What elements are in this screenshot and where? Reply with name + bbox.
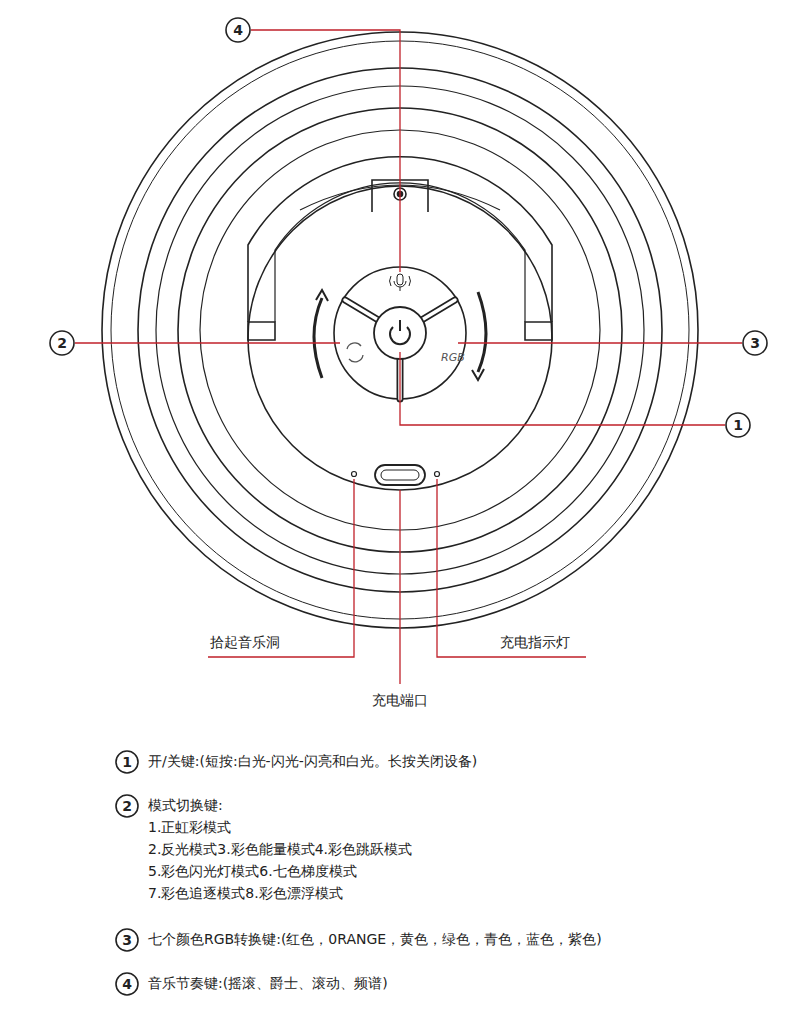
side-notch — [525, 322, 552, 340]
leader-line — [437, 479, 586, 657]
callout-outline — [226, 18, 250, 42]
part-name: 充电端口 — [372, 692, 428, 709]
leader-line — [251, 30, 400, 272]
callout-outline — [116, 751, 138, 773]
callout-number: 3 — [122, 933, 132, 947]
icon-text: RGB — [441, 351, 465, 364]
callout-number: 2 — [122, 799, 132, 813]
charge-indicator — [435, 472, 440, 477]
callout-number: 1 — [733, 418, 743, 432]
description: 1.正虹彩模式 — [148, 819, 231, 836]
music-hole — [352, 472, 357, 477]
mic-icon — [390, 276, 411, 291]
callout-circle: 1 — [725, 412, 751, 438]
color-arrow — [478, 292, 486, 372]
mode-arrow-head — [316, 290, 328, 301]
callout-circle: 2 — [49, 330, 75, 356]
leader-line — [75, 342, 340, 343]
side-notch — [248, 322, 275, 340]
callout-outline — [726, 413, 750, 437]
callout-number: 4 — [233, 23, 243, 37]
description: 2.反光模式3.彩色能量模式4.彩色跳跃模式 — [148, 841, 412, 858]
description: 模式切换键: — [148, 797, 223, 814]
callout-outline — [50, 331, 74, 355]
power-symbol — [399, 320, 401, 331]
callout-circle: 3 — [115, 928, 139, 952]
color-arrow-head — [472, 369, 484, 380]
callout-circle: 4 — [115, 972, 139, 996]
callout-number: 2 — [57, 336, 67, 350]
charge-port — [375, 465, 425, 485]
mode-icon — [347, 343, 363, 362]
callout-outline — [116, 929, 138, 951]
power-key — [374, 307, 426, 359]
leader-line — [458, 342, 742, 343]
callout-circle: 2 — [115, 794, 139, 818]
mode-arrow — [314, 298, 322, 378]
callout-number: 3 — [750, 336, 760, 350]
description: 音乐节奏键:(摇滚、爵士、滚动、频谱) — [148, 975, 388, 992]
callout-outline — [116, 973, 138, 995]
description: 5.彩色闪光灯模式6.七色梯度模式 — [148, 863, 357, 880]
description: 七个颜色RGB转换键:(红色，0RANGE，黄色，绿色，青色，蓝色，紫色) — [148, 931, 602, 948]
callout-circle: 4 — [225, 17, 251, 43]
callout-number: 4 — [122, 977, 132, 991]
callout-outline — [743, 331, 767, 355]
part-name: 拾起音乐洞 — [210, 634, 280, 651]
leader-line — [400, 352, 725, 425]
leader-line — [399, 490, 400, 684]
description: 7.彩色追逐模式8.彩色漂浮模式 — [148, 885, 343, 902]
description: 开/关键:(短按:白光-闪光-闪亮和白光。长按关闭设备) — [148, 753, 477, 770]
leader-line — [208, 479, 354, 657]
callout-circle: 1 — [115, 750, 139, 774]
mic-icon — [397, 274, 403, 285]
part-name: 充电指示灯 — [500, 634, 570, 651]
callout-outline — [116, 795, 138, 817]
callout-circle: 3 — [742, 330, 768, 356]
callout-number: 1 — [122, 755, 132, 769]
charge-port — [381, 470, 419, 480]
